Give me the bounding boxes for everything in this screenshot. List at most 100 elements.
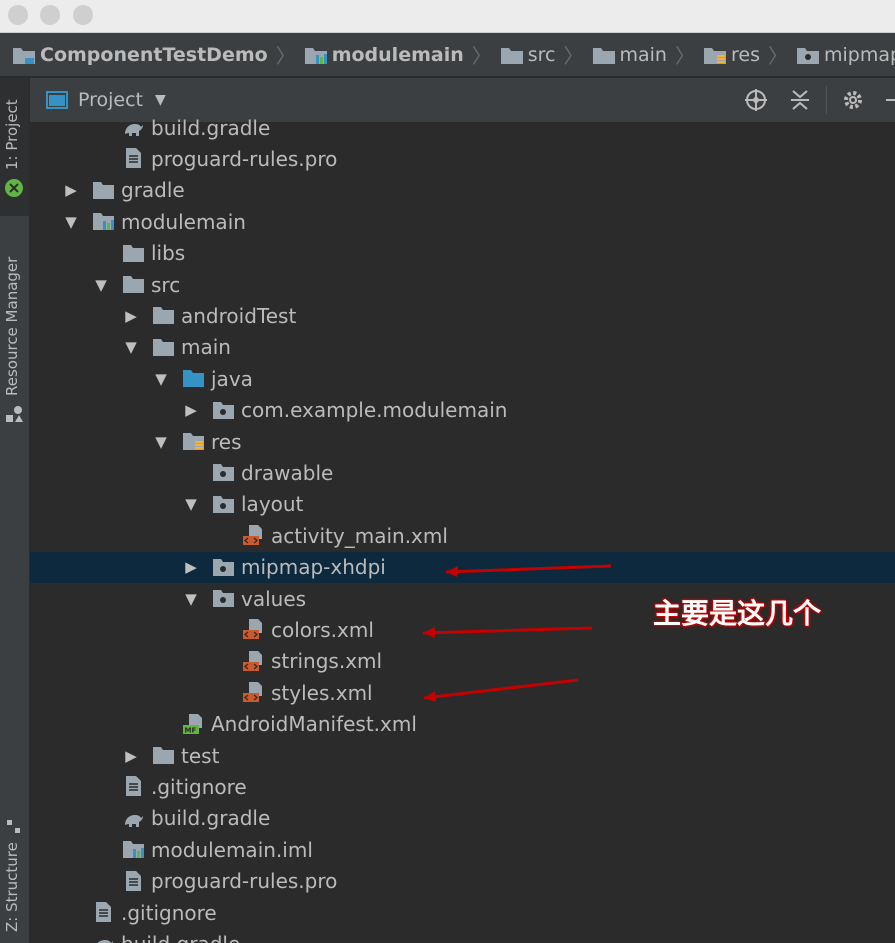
chevron-right-icon: 〉 xyxy=(275,44,296,68)
shapes-icon xyxy=(6,406,23,422)
breadcrumb-mipmap[interactable]: mipmap-xhdpi xyxy=(796,44,895,66)
tree-row[interactable]: drawable xyxy=(30,457,895,488)
chevron-down-icon: ▼ xyxy=(155,92,166,108)
package-icon xyxy=(213,558,234,576)
tree-row[interactable]: styles.xml xyxy=(30,677,895,708)
chevron-right-icon[interactable]: ▶ xyxy=(125,746,137,765)
android-icon xyxy=(5,179,23,197)
package-icon xyxy=(213,401,234,419)
tree-row[interactable]: ▶ gradle xyxy=(30,175,895,206)
res-folder-icon xyxy=(183,433,204,450)
tree-row[interactable]: colors.xml xyxy=(30,614,895,645)
toolbar-divider xyxy=(826,86,827,114)
file-icon xyxy=(96,902,111,922)
chevron-right-icon[interactable]: ▶ xyxy=(185,401,197,420)
locate-icon[interactable] xyxy=(744,88,768,112)
xml-file-icon xyxy=(243,682,262,703)
breadcrumb-main[interactable]: main xyxy=(592,44,667,66)
tree-row[interactable]: ▼ java xyxy=(30,363,895,394)
tree-item-label: gradle xyxy=(121,178,185,203)
project-tree[interactable]: build.gradle proguard-rules.pro ▶ gradle ▼ mo… xyxy=(30,112,895,943)
package-icon xyxy=(796,47,819,64)
package-icon xyxy=(213,590,234,607)
tree-row[interactable]: proguard-rules.pro xyxy=(30,866,895,897)
window-titlebar xyxy=(0,0,895,33)
chevron-right-icon[interactable]: ▶ xyxy=(65,181,77,200)
chevron-down-icon[interactable]: ▼ xyxy=(155,432,167,451)
tree-row[interactable]: modulemain.iml xyxy=(30,834,895,865)
tree-row[interactable]: ▶mipmap-xhdpi xyxy=(30,551,895,583)
folder-icon xyxy=(123,276,144,293)
tree-row[interactable]: ▼main xyxy=(30,332,895,363)
breadcrumb-res[interactable]: res xyxy=(703,44,760,66)
tree-row[interactable]: ▼src xyxy=(30,269,895,300)
tree-item-label: styles.xml xyxy=(271,680,373,705)
breadcrumb-src[interactable]: src xyxy=(500,44,556,66)
project-panel-header: Project ▼ xyxy=(30,78,895,122)
folder-icon xyxy=(153,307,174,325)
tab-structure-label: Z: Structure xyxy=(3,842,21,932)
tab-project-label: 1: Project xyxy=(3,99,21,170)
tree-item-label: modulemain xyxy=(121,209,246,234)
tool-window-strip: 1: Project Resource Manager Z: Structure xyxy=(0,78,30,943)
project-view-icon xyxy=(46,91,68,109)
tree-row[interactable]: build.gradle xyxy=(30,112,895,143)
breadcrumb-project[interactable]: ComponentTestDemo xyxy=(12,44,268,66)
tree-row[interactable]: proguard-rules.pro xyxy=(30,143,895,174)
gradle-icon xyxy=(125,814,143,827)
tree-item-label: colors.xml xyxy=(271,617,374,642)
breadcrumb-module[interactable]: modulemain xyxy=(304,44,464,66)
minimize-window-button[interactable] xyxy=(40,5,60,25)
annotation-text: 主要是这几个 xyxy=(653,597,822,630)
chevron-down-icon[interactable]: ▼ xyxy=(65,212,77,231)
tree-item-label: build.gradle xyxy=(151,806,271,831)
chevron-down-icon[interactable]: ▼ xyxy=(185,589,197,608)
tree-row[interactable]: ▼ res xyxy=(30,426,895,457)
chevron-down-icon[interactable]: ▼ xyxy=(125,338,137,357)
tree-row[interactable]: ▶ test xyxy=(30,740,895,771)
chevron-right-icon: 〉 xyxy=(674,44,695,68)
tree-row[interactable]: strings.xml xyxy=(30,646,895,677)
maximize-window-button[interactable] xyxy=(73,5,93,25)
tree-item-label: proguard-rules.pro xyxy=(151,146,338,171)
chevron-down-icon[interactable]: ▼ xyxy=(185,495,197,514)
tree-item-label: java xyxy=(211,366,253,391)
tree-row[interactable]: build.gradle xyxy=(30,928,895,943)
tree-row[interactable]: ▼values xyxy=(30,583,895,614)
tree-row[interactable]: ▶com.example.modulemain xyxy=(30,395,895,426)
tree-row[interactable]: ▶androidTest xyxy=(30,300,895,331)
module-folder-icon xyxy=(304,47,327,64)
breadcrumb: ComponentTestDemo 〉 modulemain 〉 src 〉 m… xyxy=(0,33,895,77)
tree-row[interactable]: activity_main.xml xyxy=(30,520,895,551)
tree-row[interactable]: .gitignore xyxy=(30,771,895,802)
manifest-icon: MF xyxy=(183,713,202,734)
hide-panel-icon[interactable] xyxy=(886,99,895,101)
collapse-all-icon[interactable] xyxy=(788,88,812,112)
chevron-right-icon: 〉 xyxy=(563,44,584,68)
tree-item-label: proguard-rules.pro xyxy=(151,869,338,894)
tree-row[interactable]: build.gradle xyxy=(30,803,895,834)
package-icon xyxy=(213,495,234,513)
folder-icon xyxy=(500,47,523,64)
view-selector[interactable]: Project ▼ xyxy=(46,89,166,111)
chevron-down-icon[interactable]: ▼ xyxy=(95,275,107,294)
res-folder-icon xyxy=(703,47,726,64)
chevron-down-icon[interactable]: ▼ xyxy=(155,369,167,388)
close-window-button[interactable] xyxy=(8,5,28,25)
chevron-right-icon[interactable]: ▶ xyxy=(185,558,197,577)
tree-item-label: drawable xyxy=(241,460,334,485)
gear-icon[interactable] xyxy=(841,88,865,112)
tree-item-label: libs xyxy=(151,241,186,266)
xml-file-icon xyxy=(243,619,262,640)
chevron-right-icon: 〉 xyxy=(767,44,788,68)
tree-row[interactable]: .gitignore xyxy=(30,897,895,928)
tree-row[interactable]: ▼ modulemain xyxy=(30,206,895,237)
tab-project[interactable]: 1: Project xyxy=(0,78,29,216)
tree-item-label: build.gradle xyxy=(151,115,271,140)
tree-item-label: test xyxy=(181,743,220,768)
tree-item-label: res xyxy=(211,429,242,454)
tree-row[interactable]: libs xyxy=(30,238,895,269)
chevron-right-icon[interactable]: ▶ xyxy=(125,306,137,325)
tree-row[interactable]: ▼layout xyxy=(30,489,895,520)
